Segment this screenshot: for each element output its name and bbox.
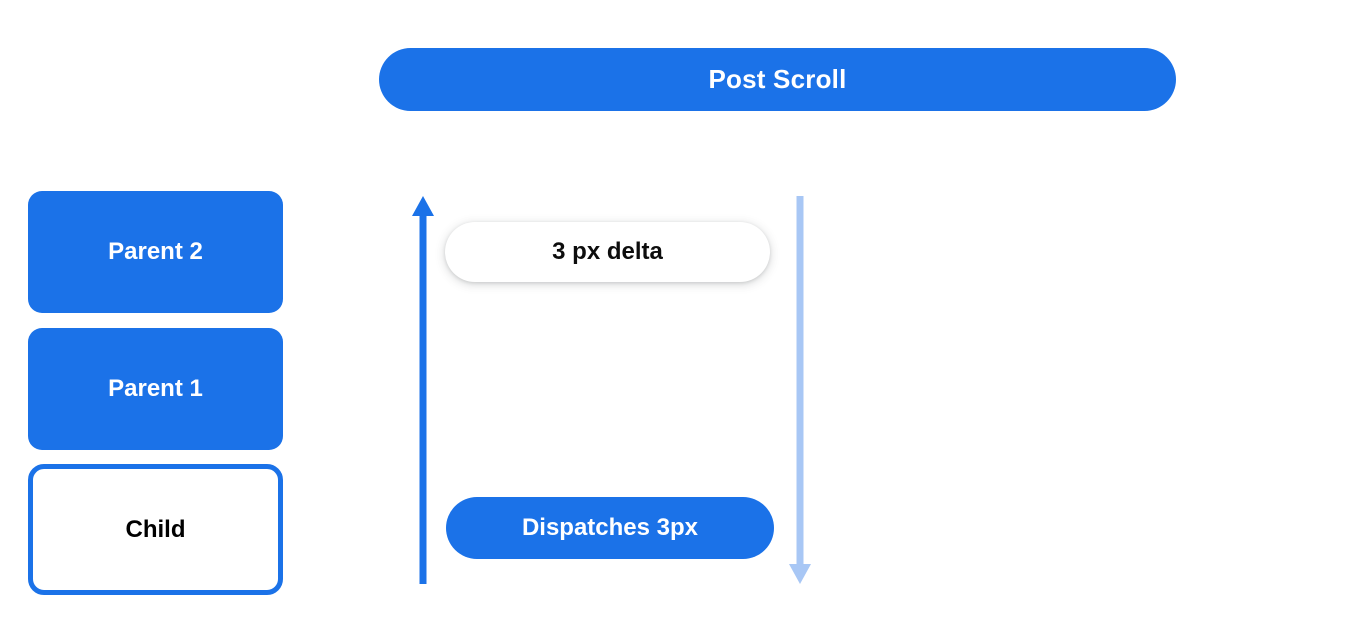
node-child: Child (28, 464, 283, 595)
post-scroll-header: Post Scroll (379, 48, 1176, 111)
scroll-down-arrow-icon (786, 196, 814, 584)
node-child-label: Child (125, 515, 186, 543)
dispatch-label-pill: Dispatches 3px (446, 497, 774, 559)
node-parent-2: Parent 2 (28, 191, 283, 313)
node-parent-1-label: Parent 1 (108, 375, 203, 402)
arrow-down-head-icon (789, 564, 811, 584)
arrow-down-shaft (796, 196, 804, 566)
node-parent-1: Parent 1 (28, 328, 283, 450)
arrow-up-shaft (419, 214, 427, 584)
arrow-up-head-icon (412, 196, 434, 216)
delta-label-pill: 3 px delta (445, 222, 770, 282)
node-parent-2-label: Parent 2 (108, 238, 203, 265)
bubble-up-arrow-icon (409, 196, 437, 584)
